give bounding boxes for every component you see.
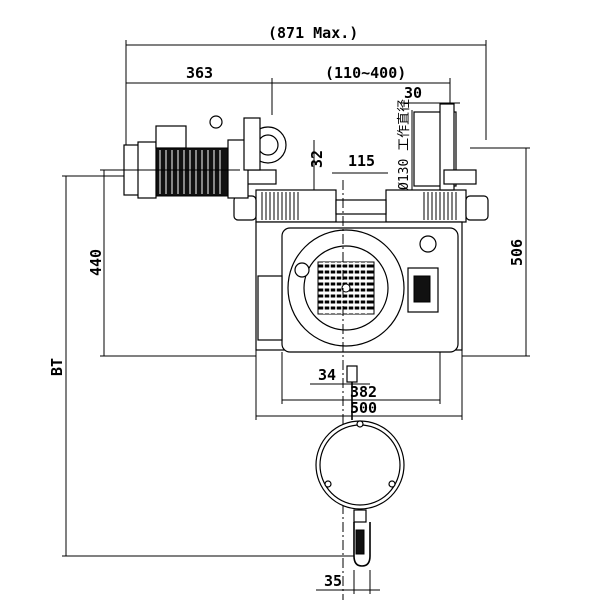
motor-offset-label: 363 bbox=[186, 64, 213, 82]
track-range-label: (110~400) bbox=[325, 64, 406, 82]
wheel-diameter-label: Ø130 工作直径 bbox=[397, 99, 412, 190]
dimension-35: 35 bbox=[316, 570, 380, 594]
d34-label: 34 bbox=[318, 366, 336, 384]
dimension-34: 34 bbox=[310, 366, 370, 385]
d382-label: 382 bbox=[350, 383, 377, 401]
rail-height-label: 32 bbox=[308, 150, 326, 168]
dimension-506: 506 bbox=[462, 147, 530, 357]
dimension-track: (110~400) bbox=[272, 64, 451, 112]
hoist-body bbox=[255, 221, 463, 353]
overall-width-label: (871 Max.) bbox=[268, 24, 358, 42]
d35-label: 35 bbox=[324, 572, 342, 590]
gearbox bbox=[209, 115, 287, 171]
dimension-30: 30 bbox=[400, 84, 460, 104]
hook-block bbox=[315, 365, 405, 567]
dimension-500: 500 bbox=[255, 350, 463, 420]
dimension-382: 382 bbox=[281, 352, 441, 404]
trolley-frame bbox=[233, 103, 489, 223]
dimension-363: 363 bbox=[126, 64, 273, 115]
center-label: 115 bbox=[348, 152, 375, 170]
dimension-overall: (871 Max.) bbox=[125, 24, 487, 170]
height-506-label: 506 bbox=[508, 239, 526, 266]
dimension-440: 440 bbox=[87, 169, 256, 357]
flange-label: 30 bbox=[404, 84, 422, 102]
hoist-motor bbox=[123, 125, 249, 199]
d500-label: 500 bbox=[350, 399, 377, 417]
dimension-115: 115 bbox=[332, 152, 388, 174]
bt-label: BT bbox=[48, 358, 66, 376]
dimension-bt: BT bbox=[48, 175, 354, 557]
height-440-label: 440 bbox=[87, 249, 105, 276]
